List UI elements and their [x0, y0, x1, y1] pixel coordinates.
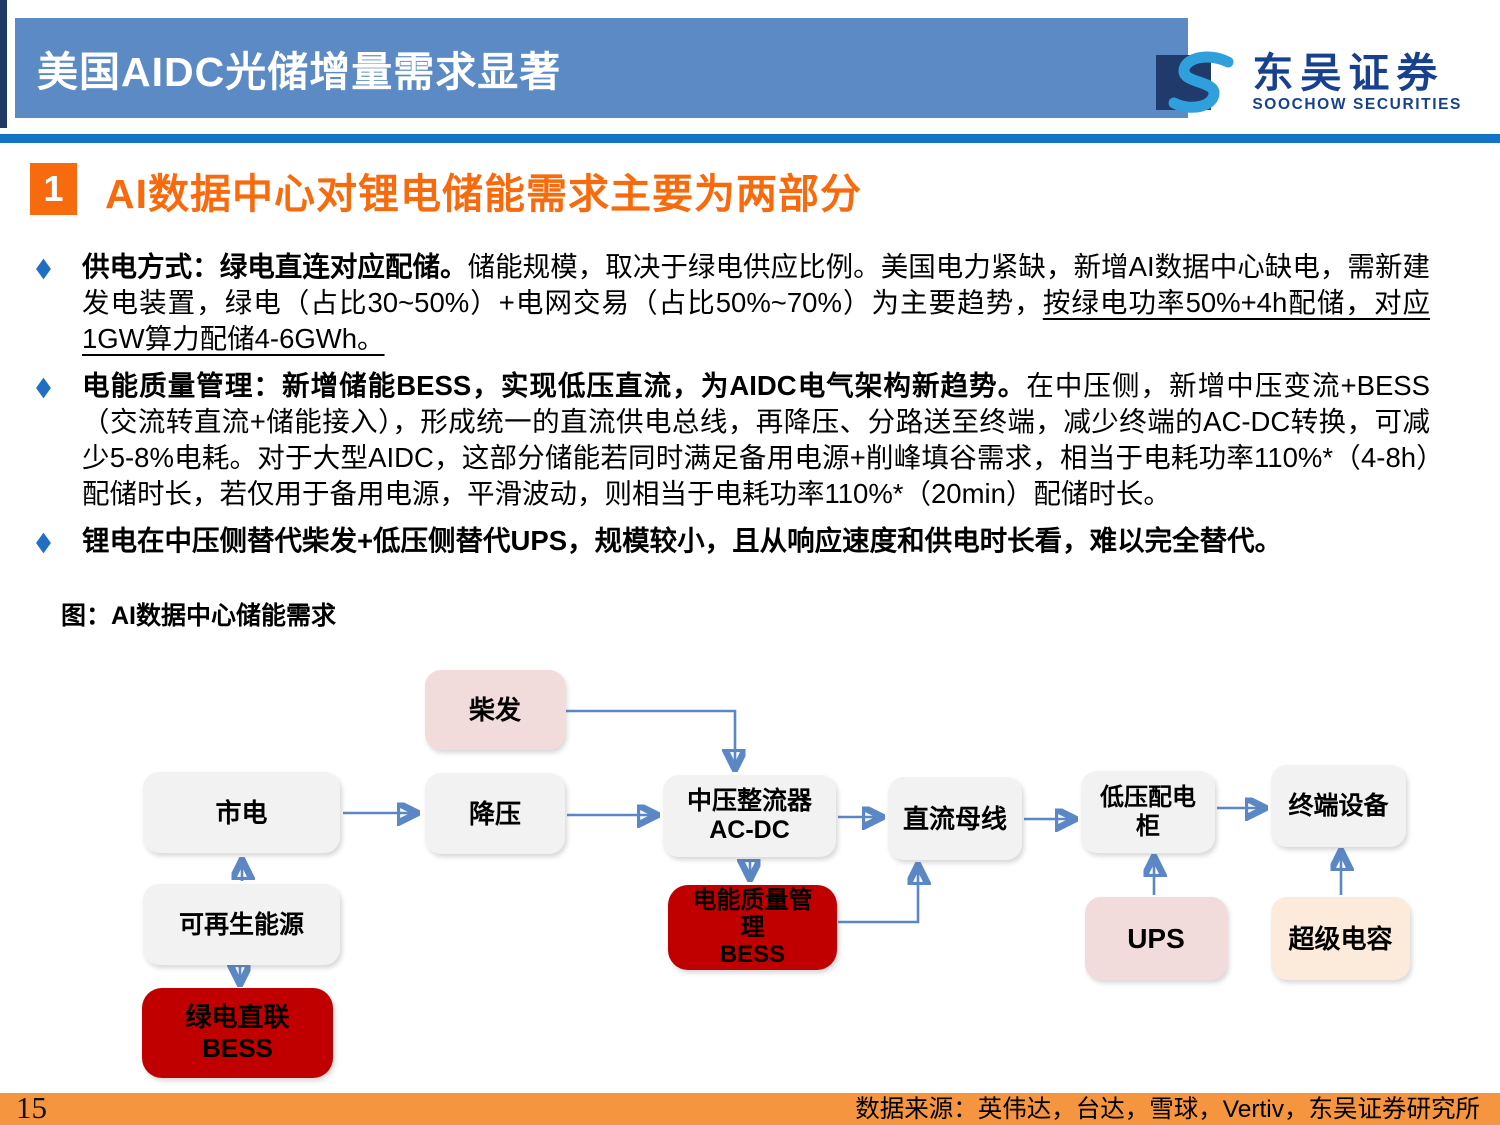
- figure-caption: 图：AI数据中心储能需求: [61, 602, 337, 630]
- title-bar: 美国AIDC光储增量需求显著: [15, 18, 1188, 118]
- bullet-bold-text: 锂电在中压侧替代柴发+低压侧替代UPS，规模较小，且从响应速度和供电时长看，难以…: [82, 525, 1283, 556]
- node-power-quality-bess: 电能质量管 理 BESS: [668, 885, 837, 970]
- bullet-bold-text: 供电方式：绿电直连对应配储。: [82, 251, 468, 282]
- node-ups: UPS: [1085, 897, 1227, 980]
- bullet-power-quality: ◆ 电能质量管理：新增储能BESS，实现低压直流，为AIDC电气架构新趋势。在中…: [32, 368, 1462, 512]
- bullet-text: 供电方式：绿电直连对应配储。储能规模，取决于绿电供应比例。美国电力紧缺，新增AI…: [82, 249, 1430, 357]
- node-dc-bus: 直流母线: [888, 777, 1022, 860]
- logo-name-en: SOOCHOW SECURITIES: [1252, 96, 1462, 113]
- bullet-text: 电能质量管理：新增储能BESS，实现低压直流，为AIDC电气架构新趋势。在中压侧…: [82, 368, 1430, 512]
- section-number-badge: 1: [30, 163, 77, 215]
- arrow-pqbess-to-dcbus: [838, 867, 918, 924]
- bullet-regular-text: 储能规模，取决于绿电供应比例。美国电力紧缺，新增AI数据中心缺电，需新建发电装置…: [82, 251, 1431, 318]
- company-logo: 东吴证券 SOOCHOW SECURITIES: [1156, 50, 1462, 114]
- footer-bar: [0, 1093, 1500, 1125]
- header-divider-line: [0, 134, 1500, 143]
- diamond-bullet-icon: ◆: [36, 526, 51, 556]
- bullet-underlined-text: 按绿电功率50%+4h配储，对应1GW算力配储4-6GWh。: [82, 287, 1431, 354]
- diamond-bullet-icon: ◆: [36, 371, 51, 401]
- section-title: AI数据中心对锂电储能需求主要为两部分: [105, 171, 862, 217]
- soochow-logo-icon: [1156, 51, 1234, 113]
- page-number: 15: [16, 1090, 47, 1125]
- diamond-bullet-icon: ◆: [36, 252, 51, 282]
- node-renewable-energy: 可再生能源: [143, 884, 340, 965]
- arrow-diesel-to-rectifier: [566, 709, 735, 767]
- node-grid-power: 市电: [143, 772, 340, 853]
- node-green-power-bess: 绿电直联 BESS: [142, 988, 333, 1078]
- node-mv-rectifier: 中压整流器 AC-DC: [663, 775, 836, 857]
- page-title: 美国AIDC光储增量需求显著: [37, 49, 562, 95]
- bullet-regular-text: 在中压侧，新增中压变流+BESS（交流转直流+储能接入），形成统一的直流供电总线…: [82, 370, 1430, 509]
- bullet-power-supply: ◆ 供电方式：绿电直连对应配储。储能规模，取决于绿电供应比例。美国电力紧缺，新增…: [32, 249, 1462, 357]
- node-diesel-generator: 柴发: [425, 670, 565, 750]
- bullet-lithium-replacement: ◆ 锂电在中压侧替代柴发+低压侧替代UPS，规模较小，且从响应速度和供电时长看，…: [32, 523, 1462, 559]
- node-terminal-equipment: 终端设备: [1271, 765, 1406, 847]
- bullet-list: ◆ 供电方式：绿电直连对应配储。储能规模，取决于绿电供应比例。美国电力紧缺，新增…: [32, 249, 1462, 570]
- logo-text: 东吴证券 SOOCHOW SECURITIES: [1252, 50, 1462, 114]
- left-accent-stripe: [0, 0, 7, 128]
- node-step-down: 降压: [425, 773, 565, 854]
- data-source-text: 数据来源：英伟达，台达，雪球，Vertiv，东吴证券研究所: [855, 1096, 1480, 1123]
- bullet-text: 锂电在中压侧替代柴发+低压侧替代UPS，规模较小，且从响应速度和供电时长看，难以…: [82, 523, 1430, 559]
- bullet-bold-text: 电能质量管理：新增储能BESS，实现低压直流，为AIDC电气架构新趋势。: [82, 370, 1027, 401]
- logo-name-cn: 东吴证券: [1252, 50, 1445, 96]
- node-lv-distribution-cabinet: 低压配电 柜: [1081, 771, 1215, 853]
- node-supercapacitor: 超级电容: [1271, 897, 1410, 980]
